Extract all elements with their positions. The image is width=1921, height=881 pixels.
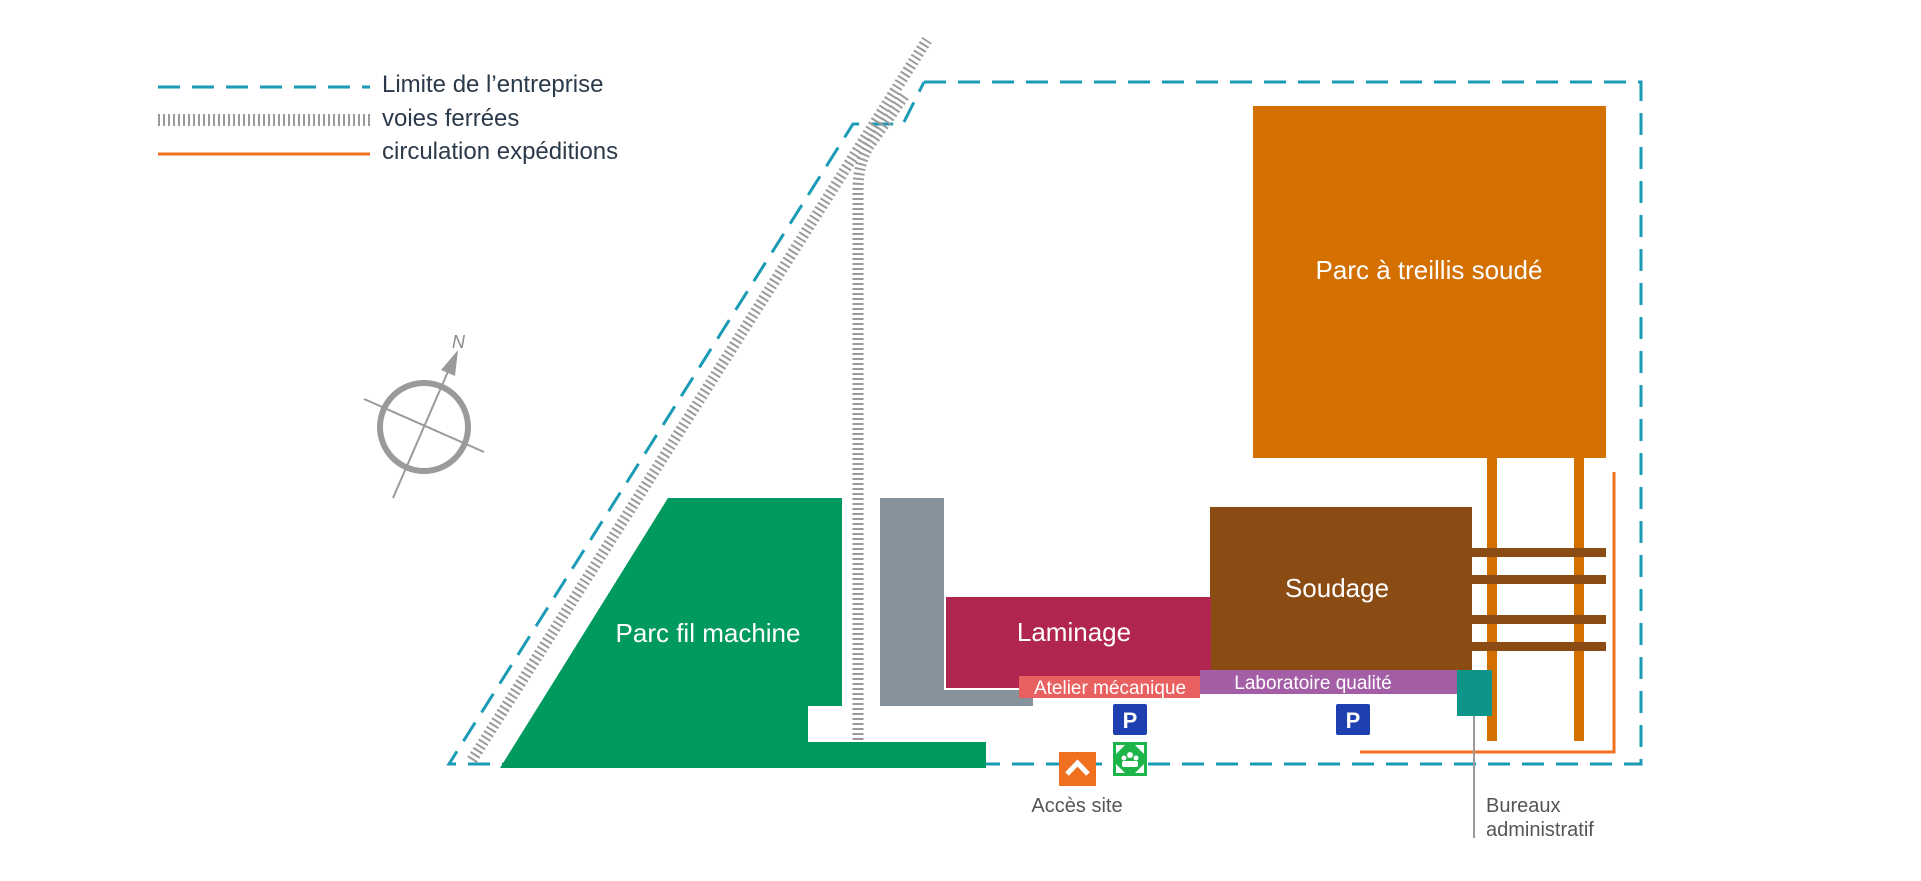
parking-icon: P xyxy=(1336,704,1370,735)
legend: Limite de l’entreprise voies ferrées cir… xyxy=(158,71,618,165)
legend-railway-label: voies ferrées xyxy=(382,105,519,132)
rolling-label: Laminage xyxy=(1017,617,1131,647)
welding-zone xyxy=(1210,507,1472,670)
shipping-route xyxy=(1360,472,1616,754)
welding-rail-4 xyxy=(1470,642,1606,651)
compass-icon: N xyxy=(363,332,485,499)
welding-rail-2 xyxy=(1470,575,1606,584)
site-access-caption: Accès site xyxy=(1031,795,1122,817)
laboratory-zone xyxy=(1200,670,1457,694)
mesh-park-support-left xyxy=(1487,458,1497,741)
mesh-park-label: Parc à treillis soudé xyxy=(1316,255,1543,285)
offices-building xyxy=(1457,670,1492,716)
mesh-park-zone xyxy=(1253,106,1606,458)
wire-rod-park-zone xyxy=(500,498,986,768)
storage-building xyxy=(880,498,1033,706)
legend-shipping-label: circulation expéditions xyxy=(382,138,618,165)
parking-letter: P xyxy=(1346,708,1361,733)
laboratory-label: Laboratoire qualité xyxy=(1234,673,1391,694)
access-arrow-icon xyxy=(1059,752,1096,786)
welding-rail-3 xyxy=(1470,615,1606,624)
site-boundary xyxy=(446,80,1643,766)
welding-label: Soudage xyxy=(1285,573,1389,603)
rolling-zone xyxy=(946,597,1211,688)
offices-caption-line2: administratif xyxy=(1486,819,1594,841)
offices-caption-line1: Bureaux xyxy=(1486,795,1561,817)
parking-icon: P xyxy=(1113,704,1147,735)
workshop-zone xyxy=(1019,676,1200,698)
mesh-park-support-right xyxy=(1574,458,1584,741)
assembly-point-icon xyxy=(1113,742,1147,776)
legend-boundary-label: Limite de l’entreprise xyxy=(382,71,603,98)
welding-rail-1 xyxy=(1470,548,1606,557)
workshop-label: Atelier mécanique xyxy=(1034,678,1186,699)
wire-rod-park-label: Parc fil machine xyxy=(616,618,801,648)
compass-north-label: N xyxy=(452,332,466,352)
railway xyxy=(467,37,932,763)
parking-letter: P xyxy=(1123,708,1138,733)
